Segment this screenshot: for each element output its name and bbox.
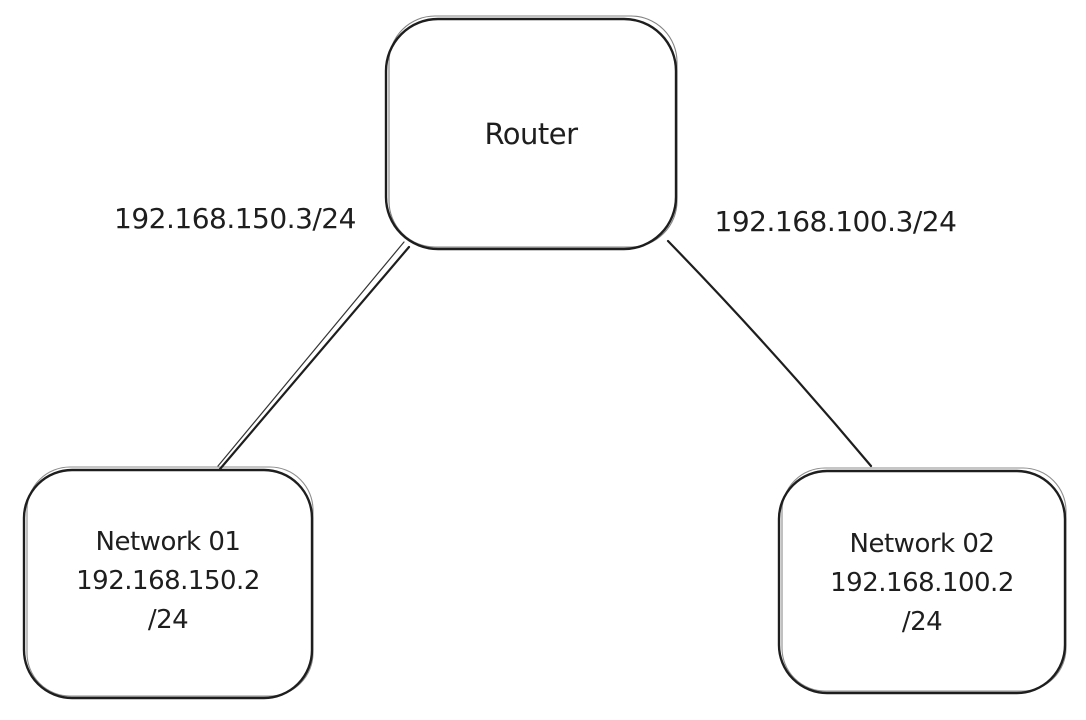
network-01-title: Network 01 xyxy=(95,527,241,557)
router-node-label: Router xyxy=(484,117,578,151)
network-02-node-label: Network 02 192.168.100.2 /24 xyxy=(779,525,1065,642)
network-01-node-shape[interactable] xyxy=(22,466,314,700)
edge-router-network-02[interactable] xyxy=(666,239,873,468)
network-01-ip: 192.168.150.2 xyxy=(76,566,260,596)
edge-label-left-interface: 192.168.150.3/24 xyxy=(114,202,356,235)
network-02-node-shape[interactable] xyxy=(777,467,1067,695)
network-02-mask: /24 xyxy=(901,607,943,637)
network-02-title: Network 02 xyxy=(849,529,995,559)
network-01-mask: /24 xyxy=(147,605,189,635)
network-02-ip: 192.168.100.2 xyxy=(830,568,1014,598)
network-01-node-label: Network 01 192.168.150.2 /24 xyxy=(24,523,312,640)
edge-label-right-interface: 192.168.100.3/24 xyxy=(714,205,957,238)
router-node-shape[interactable] xyxy=(384,15,678,251)
edge-router-network-01[interactable] xyxy=(217,241,411,471)
